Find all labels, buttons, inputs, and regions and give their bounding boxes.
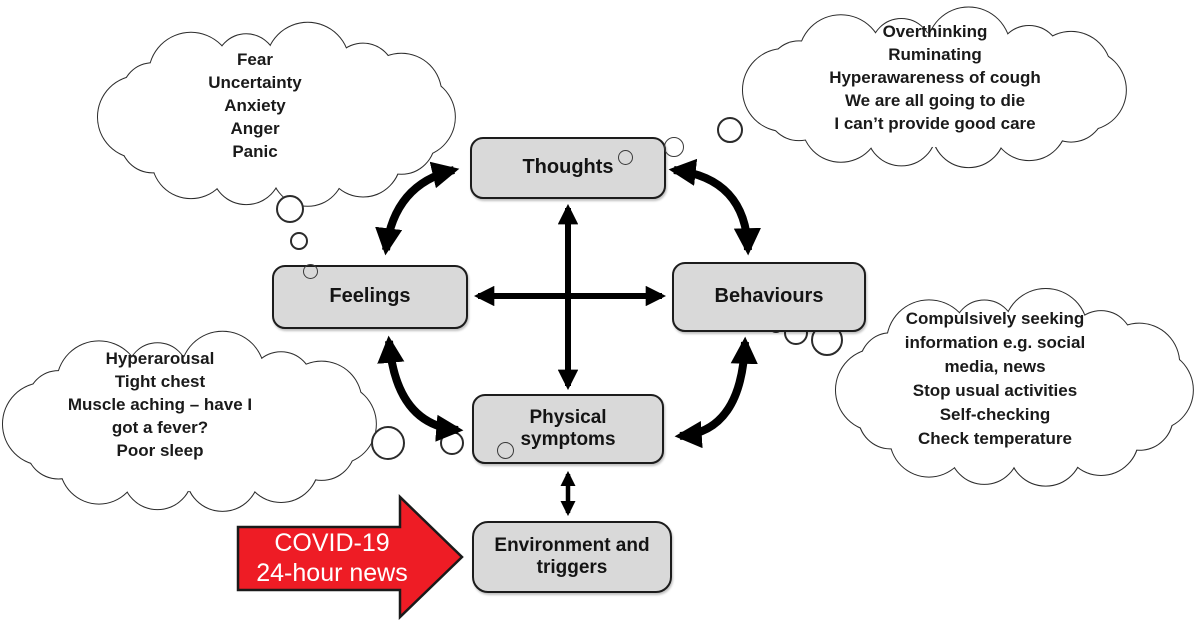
- thoughts-box: Thoughts: [470, 137, 666, 199]
- trail-bubble: [371, 426, 405, 460]
- thought-trail-bubble: [664, 137, 684, 157]
- bottom-right-cloud-text: Compulsively seeking information e.g. so…: [904, 309, 1086, 448]
- thought-trail-bubble: [497, 442, 514, 459]
- thought-clouds-layer: [1, 6, 1194, 512]
- thought-trail-bubble: [618, 150, 633, 165]
- covid-news-arrow: [236, 494, 464, 620]
- behaviours-box: Behaviours: [672, 262, 866, 332]
- thoughts-behaviours-arrow: [668, 158, 761, 256]
- bottom-left-cloud-text: Hyperarousal Tight chest Muscle aching –…: [67, 349, 253, 460]
- feelings-box: Feelings: [272, 265, 468, 329]
- top-left-cloud-trail-bubbles: [276, 195, 308, 250]
- behaviours-physical-arrow: [674, 336, 758, 449]
- trail-bubble: [276, 195, 304, 223]
- trail-bubble: [717, 117, 743, 143]
- environment-triggers-box: Environment and triggers: [472, 521, 672, 593]
- thought-trail-bubble: [303, 264, 318, 279]
- top-right-cloud-trail-bubbles: [717, 117, 743, 143]
- bottom-left-cloud: [1, 330, 377, 512]
- top-right-cloud: [741, 6, 1127, 169]
- feelings-thoughts-arrow: [375, 161, 460, 256]
- trail-bubble: [440, 431, 464, 455]
- trail-bubble: [290, 232, 308, 250]
- top-right-cloud-text: Overthinking Ruminating Hyperawareness o…: [829, 22, 1041, 133]
- feelings-physical-arrow: [377, 335, 464, 442]
- bottom-right-cloud: [834, 287, 1194, 487]
- covid-news-arrow-label: COVID-19 24-hour news: [256, 529, 408, 587]
- top-left-cloud-text: Fear Uncertainty Anxiety Anger Panic: [208, 50, 302, 161]
